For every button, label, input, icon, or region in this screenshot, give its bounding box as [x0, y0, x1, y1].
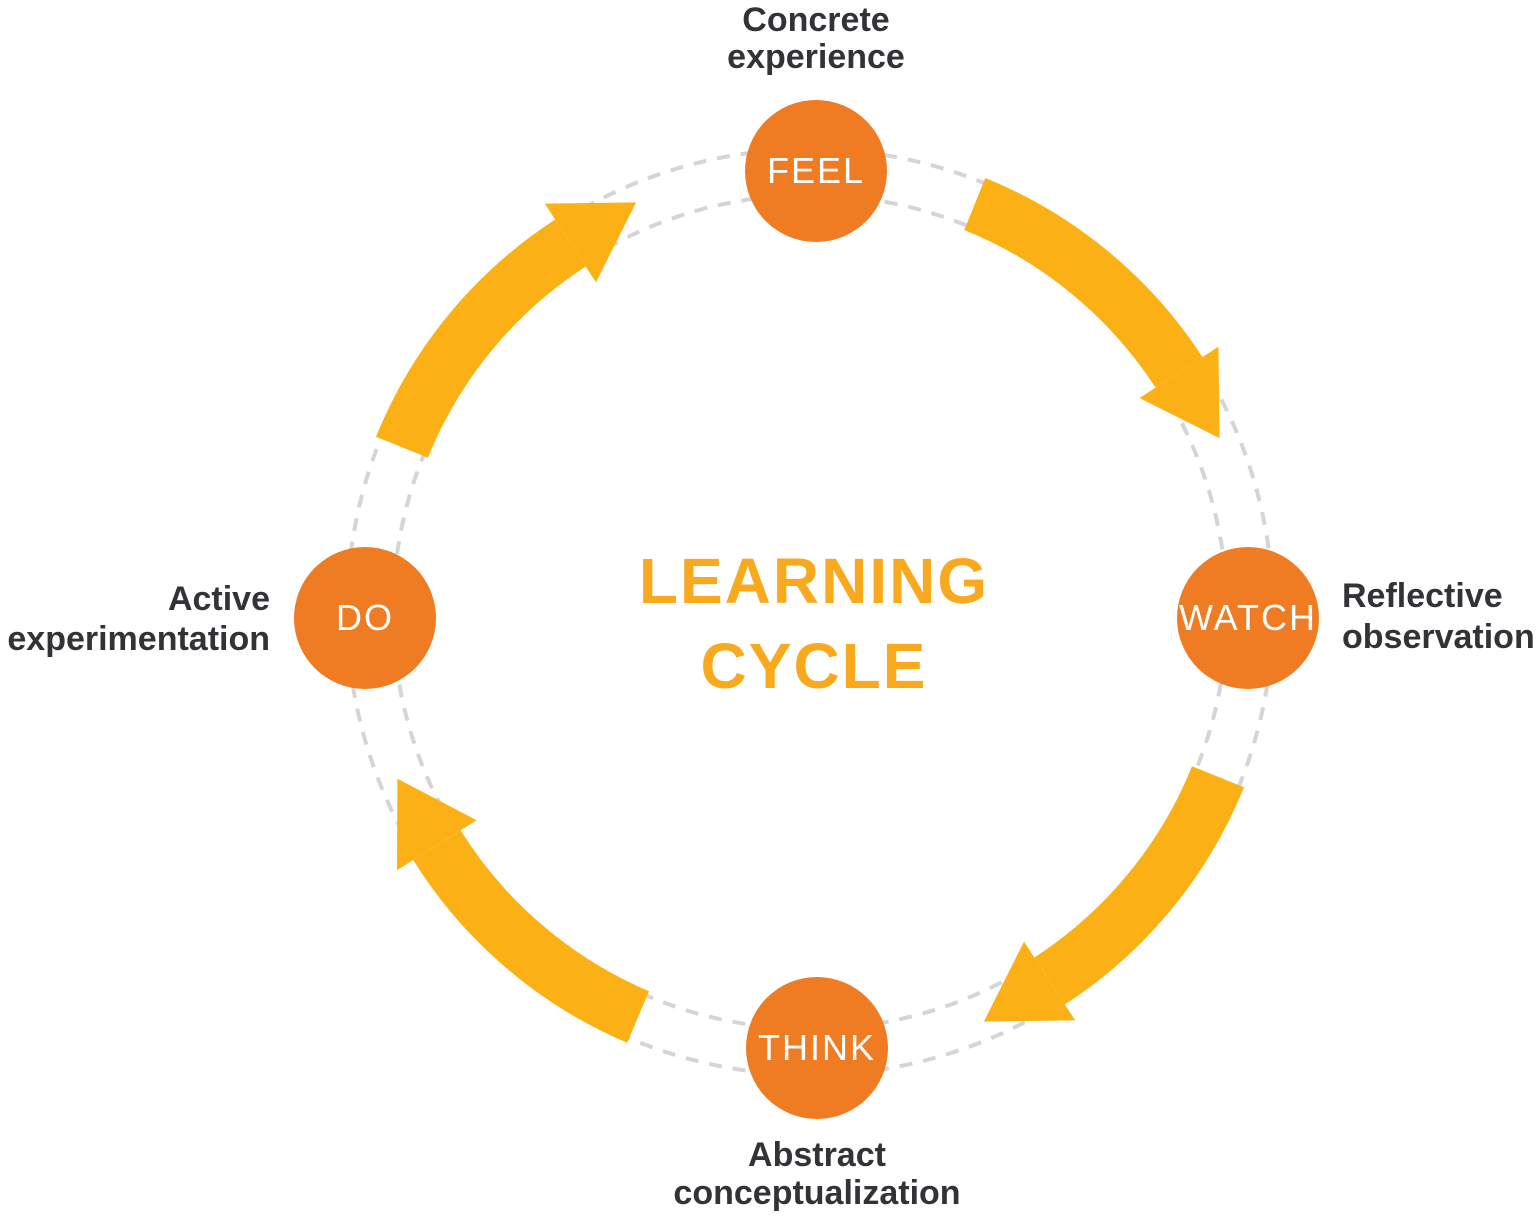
node-watch-label: WATCH: [1179, 597, 1317, 638]
caption-line: Abstract: [748, 1136, 886, 1174]
arrow-feel-to-watch-band: [964, 178, 1203, 388]
arrow-do-to-feel-band: [376, 219, 586, 458]
node-think-label: THINK: [758, 1027, 876, 1068]
arrow-do-to-feel: [376, 202, 637, 458]
arrow-feel-to-watch-head-icon: [1139, 346, 1220, 439]
arrow-watch-to-think-head-icon: [983, 941, 1076, 1022]
caption-line: Reflective: [1342, 577, 1503, 615]
arrow-watch-to-think-band: [1034, 766, 1244, 1005]
caption-line: experimentation: [7, 620, 270, 658]
diagram-title-line: LEARNING: [638, 545, 990, 617]
node-do-label: DO: [336, 597, 394, 638]
arrow-watch-to-think: [983, 766, 1244, 1022]
node-feel: FEEL: [745, 100, 887, 242]
caption-concrete-experience: Concrete experience: [727, 2, 905, 76]
arrow-think-to-do-band: [413, 830, 650, 1043]
caption-line: Concrete: [742, 1, 890, 39]
caption-line: experience: [727, 38, 905, 76]
arrow-feel-to-watch: [964, 178, 1220, 439]
node-do: DO: [294, 547, 436, 689]
diagram-title-line: CYCLE: [700, 630, 928, 702]
node-watch: WATCH: [1177, 547, 1319, 689]
caption-abstract-conceptualization: Abstract conceptualization: [673, 1136, 960, 1212]
caption-line: observation: [1342, 618, 1535, 656]
arrow-do-to-feel-head-icon: [544, 202, 637, 283]
arrow-think-to-do: [397, 778, 650, 1043]
diagram-title: LEARNING CYCLE: [639, 539, 989, 709]
caption-active-experimentation: Active experimentation: [7, 579, 270, 659]
arrow-think-to-do-head-icon: [397, 778, 477, 871]
caption-line: conceptualization: [673, 1174, 961, 1212]
node-feel-label: FEEL: [766, 150, 866, 191]
caption-reflective-observation: Reflective observation: [1342, 576, 1535, 658]
node-think: THINK: [746, 977, 888, 1119]
caption-line: Active: [167, 580, 270, 618]
